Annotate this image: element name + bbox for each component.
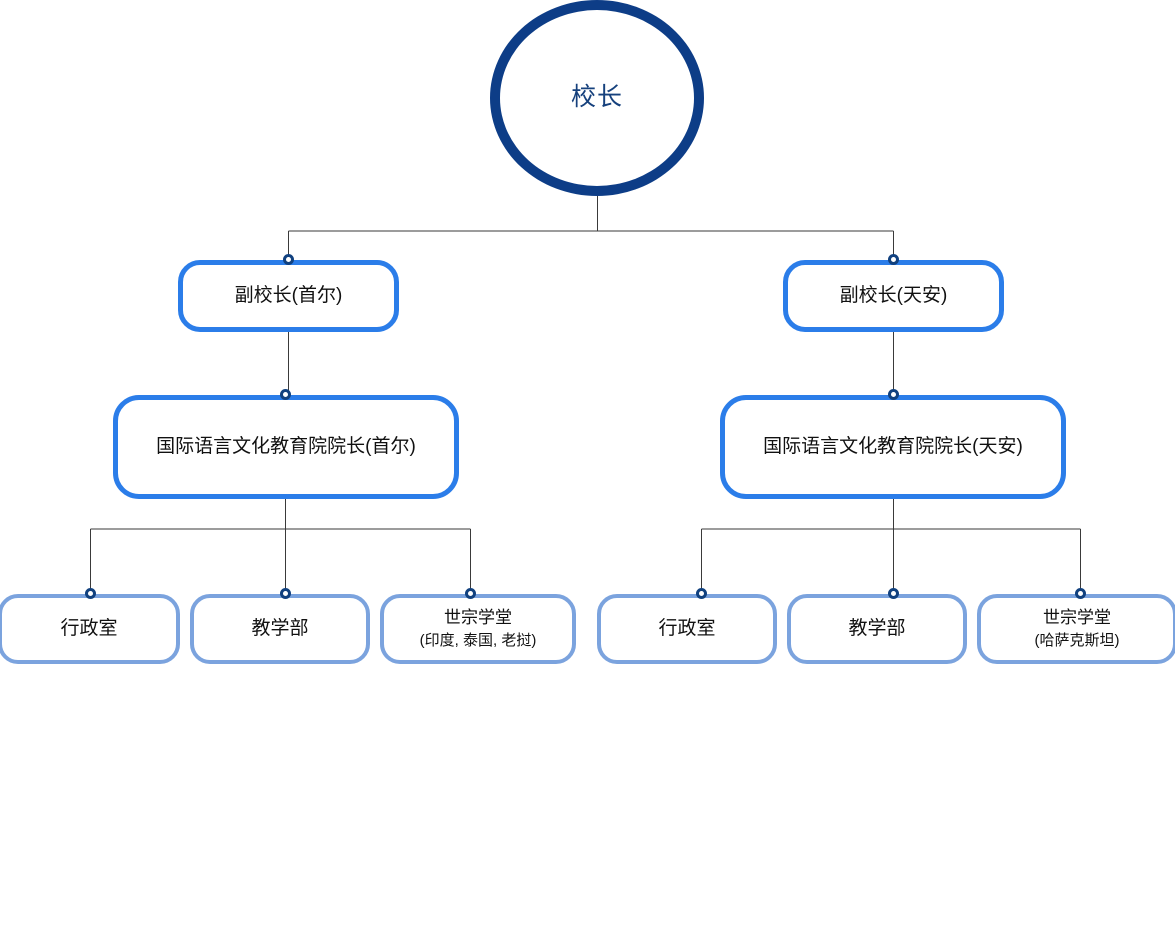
node-admin-office-cheonan[interactable]: 行政室	[597, 594, 777, 664]
node-admin-office-seoul-label: 行政室	[60, 618, 118, 640]
node-principal[interactable]: 校长	[490, 0, 704, 196]
node-admin-office-seoul[interactable]: 行政室	[0, 594, 180, 664]
node-teaching-dept-cheonan-label: 教学部	[848, 618, 906, 640]
connector-dot-institute-dean-seoul	[280, 389, 291, 400]
node-institute-dean-seoul[interactable]: 国际语言文化教育院院长(首尔)	[113, 395, 459, 499]
connector-dot-admin-office-seoul	[85, 588, 96, 599]
node-sejong-institute-cheonan-label: 世宗学堂	[1043, 608, 1111, 628]
node-sejong-institute-seoul[interactable]: 世宗学堂 (印度, 泰国, 老挝)	[380, 594, 576, 664]
connector-dot-vice-principal-cheonan	[888, 254, 899, 265]
node-vice-principal-seoul[interactable]: 副校长(首尔)	[178, 260, 399, 332]
node-vice-principal-cheonan[interactable]: 副校长(天安)	[783, 260, 1004, 332]
node-vice-principal-cheonan-label: 副校长(天安)	[839, 284, 948, 306]
node-sejong-institute-cheonan-sublabel: (哈萨克斯坦)	[1034, 631, 1120, 649]
node-teaching-dept-cheonan[interactable]: 教学部	[787, 594, 967, 664]
node-teaching-dept-seoul-label: 教学部	[251, 618, 309, 640]
node-teaching-dept-seoul[interactable]: 教学部	[190, 594, 370, 664]
node-institute-dean-cheonan-label: 国际语言文化教育院院长(天安)	[763, 435, 1023, 457]
node-sejong-institute-seoul-label: 世宗学堂	[444, 608, 512, 628]
connector-dot-teaching-dept-cheonan	[888, 588, 899, 599]
node-sejong-institute-cheonan[interactable]: 世宗学堂 (哈萨克斯坦)	[977, 594, 1175, 664]
connector-dot-vice-principal-seoul	[283, 254, 294, 265]
node-institute-dean-seoul-label: 国际语言文化教育院院长(首尔)	[156, 435, 416, 457]
connector-dot-institute-dean-cheonan	[888, 389, 899, 400]
node-principal-label: 校长	[570, 83, 623, 112]
connector-dot-admin-office-cheonan	[696, 588, 707, 599]
node-vice-principal-seoul-label: 副校长(首尔)	[234, 284, 343, 306]
connector-dot-sejong-institute-cheonan	[1075, 588, 1086, 599]
node-institute-dean-cheonan[interactable]: 国际语言文化教育院院长(天安)	[720, 395, 1066, 499]
connector-dot-teaching-dept-seoul	[280, 588, 291, 599]
node-sejong-institute-seoul-sublabel: (印度, 泰国, 老挝)	[419, 631, 537, 649]
connector-dot-sejong-institute-seoul	[465, 588, 476, 599]
node-admin-office-cheonan-label: 行政室	[658, 618, 716, 640]
